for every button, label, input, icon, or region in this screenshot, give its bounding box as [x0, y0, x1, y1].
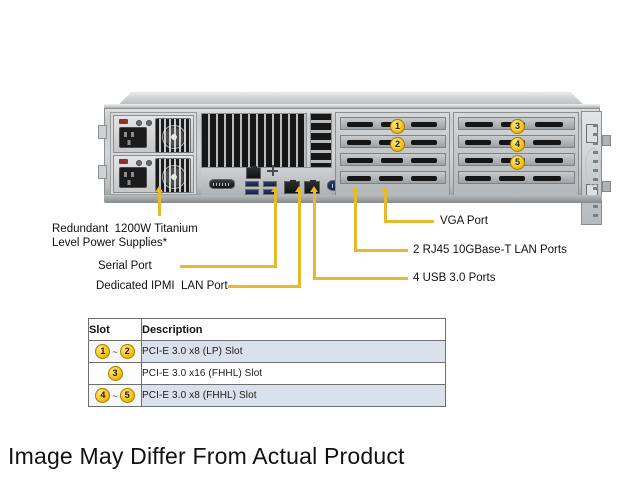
slot-description-table: Slot Description 1~2 PCI-E 3.0 x8 (LP) S…: [88, 318, 446, 407]
slot-description-cell: PCI-E 3.0 x16 (FHHL) Slot: [141, 362, 446, 385]
usb-port-icon: [245, 189, 259, 195]
callout-arrow-ipmi: [295, 186, 303, 192]
pci-slot-bay-left: 1 2: [335, 112, 450, 196]
column-header-slot: Slot: [88, 318, 142, 341]
slot-badge-5: 5: [510, 155, 525, 170]
callout-line-serial: [274, 190, 277, 268]
ipmi-lan-port-icon: [246, 166, 261, 179]
slot-badge-5: 5: [119, 388, 135, 403]
callout-arrow-vga: [381, 186, 389, 192]
slot-cell: 1~2: [88, 340, 142, 363]
psu-power-inlet: [119, 127, 147, 148]
psu-led-icon: [136, 120, 142, 126]
callout-label-psu: Redundant 1200W Titanium Level Power Sup…: [52, 223, 198, 249]
serial-port-icon: [209, 179, 235, 189]
chassis-rear-panel: 1 2: [98, 108, 611, 225]
power-supply-bay: [110, 112, 197, 195]
rack-ear-handle-right: [581, 111, 602, 225]
callout-label-lan: 2 RJ45 10GBase-T LAN Ports: [413, 244, 567, 256]
callout-arrow-serial: [271, 186, 279, 192]
slot-cell: 3: [88, 362, 142, 385]
slot-description-cell: PCI-E 3.0 x8 (FHHL) Slot: [141, 384, 446, 407]
slot-badge-3: 3: [107, 366, 123, 381]
rack-mount-tab-left: [98, 165, 107, 179]
callout-label-ipmi: Dedicated IPMI LAN Port: [96, 280, 228, 292]
rack-mount-tab-left: [98, 125, 107, 139]
callout-line-usb: [313, 190, 316, 280]
slot-cell: 4~5: [88, 384, 142, 407]
slot-description-cell: PCI-E 3.0 x8 (LP) Slot: [141, 340, 446, 363]
callout-line-ipmi: [298, 190, 301, 288]
callout-line-usb-elbow: [313, 277, 408, 280]
pci-bracket: [340, 153, 447, 166]
psu-label-sticker: [119, 119, 128, 124]
callout-label-serial: Serial Port: [98, 260, 152, 272]
disclaimer-caption: Image May Differ From Actual Product: [8, 443, 405, 469]
callout-line-serial-elbow: [180, 265, 277, 268]
column-header-description: Description: [141, 318, 446, 341]
table-header-row: Slot Description: [88, 318, 446, 341]
power-supply-module-bottom: [113, 155, 194, 193]
callout-line-lan-elbow: [354, 249, 408, 252]
table-row: 1~2 PCI-E 3.0 x8 (LP) Slot: [88, 340, 446, 363]
rack-mount-tab: [602, 135, 611, 146]
slot-badge-2: 2: [119, 344, 135, 359]
table-row: 3 PCI-E 3.0 x16 (FHHL) Slot: [88, 362, 446, 385]
chassis-lid-lip: [104, 104, 600, 109]
slot-badge-1: 1: [390, 119, 405, 134]
power-supply-module-top: [113, 115, 194, 153]
callout-label-usb: 4 USB 3.0 Ports: [413, 272, 496, 284]
slot-badge-1: 1: [95, 344, 111, 359]
callout-label-vga: VGA Port: [440, 215, 488, 227]
callout-arrow-psu: [155, 186, 163, 192]
psu-power-inlet: [119, 167, 147, 188]
rack-mount-tab: [602, 181, 611, 192]
chassis-vent-slots: [310, 113, 332, 171]
slot-range-separator: ~: [112, 346, 118, 357]
psu-led-icon: [146, 160, 152, 166]
slot-badge-3: 3: [510, 119, 525, 134]
psu-led-icon: [146, 120, 152, 126]
slot-badge-2: 2: [390, 137, 405, 152]
slot-range-separator: ~: [112, 390, 118, 401]
psu-fan-grille: [155, 118, 191, 153]
psu-led-icon: [136, 160, 142, 166]
callout-arrow-usb: [310, 186, 318, 192]
rack-ear-holes: [593, 122, 598, 217]
slot-badge-4: 4: [95, 388, 111, 403]
pci-bracket: [340, 171, 447, 184]
psu-label-sticker: [119, 159, 128, 164]
callout-line-psu: [158, 190, 161, 216]
callout-line-ipmi-elbow: [228, 285, 301, 288]
callout-line-lan: [354, 190, 357, 252]
callout-line-vga-elbow: [384, 220, 434, 223]
psu-fan-grille: [155, 158, 191, 193]
server-rear-photo: 1 2: [98, 80, 611, 225]
table-row: 4~5 PCI-E 3.0 x8 (FHHL) Slot: [88, 384, 446, 407]
pci-slot-bay-right: 3 4 5: [453, 112, 579, 196]
usb-port-icon: [263, 181, 277, 187]
callout-line-vga: [384, 190, 387, 223]
callout-arrow-lan: [351, 186, 359, 192]
io-marker-icon: [267, 165, 279, 177]
slot-badge-4: 4: [510, 137, 525, 152]
chassis-base-edge: [104, 195, 602, 203]
pci-bracket: [458, 171, 575, 184]
usb-port-icon: [245, 181, 259, 187]
